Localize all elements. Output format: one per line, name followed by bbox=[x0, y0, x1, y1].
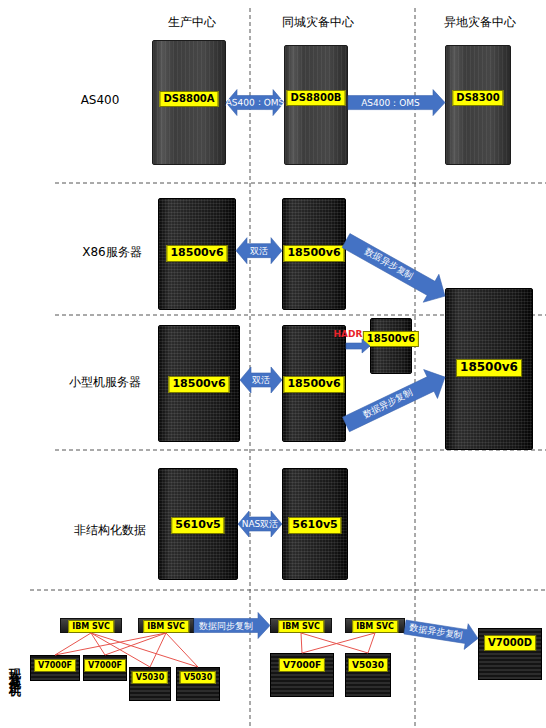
device-label: 18500v6 bbox=[456, 359, 522, 377]
row-heading: AS400 bbox=[81, 93, 120, 107]
server-cabinet: 18500v6 bbox=[282, 325, 346, 442]
device-label: DS8800A bbox=[159, 91, 218, 107]
storage-array: V7000F bbox=[83, 655, 127, 681]
device-label: 5610v5 bbox=[171, 517, 224, 534]
divider-line bbox=[250, 8, 251, 728]
row-heading: 小型机服务器 bbox=[69, 374, 141, 391]
block-arrow bbox=[226, 90, 284, 116]
connection-line bbox=[55, 633, 91, 655]
column-heading: 异地灾备中心 bbox=[444, 14, 516, 31]
divider-line bbox=[55, 183, 546, 184]
row-heading: X86服务器 bbox=[82, 244, 142, 261]
storage-array: V5030 bbox=[129, 667, 171, 701]
connection-line bbox=[368, 633, 375, 653]
storage-array: V7000F bbox=[30, 655, 80, 681]
device-label: V5030 bbox=[180, 671, 216, 684]
connection-line bbox=[301, 633, 368, 653]
divider-line bbox=[30, 590, 546, 591]
device-label: V5030 bbox=[132, 671, 168, 684]
device-label: 5610v5 bbox=[288, 517, 341, 534]
device-label: IBM SVC bbox=[352, 620, 398, 633]
storage-array: V5030 bbox=[345, 653, 391, 697]
edge-label: 双活 bbox=[250, 246, 268, 255]
block-arrow bbox=[348, 90, 445, 116]
edge-label: NAS双活 bbox=[242, 520, 279, 529]
server-cabinet: 5610v5 bbox=[158, 468, 238, 580]
svc-appliance: IBM SVC bbox=[270, 618, 332, 633]
device-label: IBM SVC bbox=[143, 620, 189, 633]
storage-array: V5030 bbox=[176, 667, 220, 701]
block-arrow bbox=[238, 511, 282, 537]
connection-line bbox=[105, 633, 166, 655]
device-label: V5030 bbox=[348, 658, 388, 672]
device-label: V7000D bbox=[484, 635, 536, 651]
device-label: IBM SVC bbox=[68, 620, 114, 633]
edge-label: 数据异步复制 bbox=[363, 247, 414, 281]
edge-label: 数据同步复制 bbox=[199, 621, 253, 630]
as400-storage-cabinet: DS8800B bbox=[284, 45, 348, 165]
server-cabinet: 18500v6 bbox=[370, 318, 412, 374]
server-cabinet: 18500v6 bbox=[158, 198, 236, 310]
edge-label: AS400：OMS bbox=[361, 98, 420, 107]
block-arrow bbox=[343, 370, 445, 432]
device-label: 18500v6 bbox=[283, 245, 344, 262]
server-cabinet: 18500v6 bbox=[445, 288, 533, 450]
edge-label: 双活 bbox=[252, 375, 270, 384]
as400-storage-cabinet: DS8800A bbox=[152, 40, 226, 165]
row-heading: 现有其他主机 bbox=[6, 659, 23, 677]
connection-line bbox=[150, 633, 166, 667]
svc-appliance: IBM SVC bbox=[60, 618, 122, 633]
connection-line bbox=[302, 633, 375, 653]
server-cabinet: 5610v5 bbox=[282, 468, 348, 580]
connection-line bbox=[166, 633, 198, 667]
device-label: DS8800B bbox=[287, 90, 346, 106]
edge-label: AS400：OMS bbox=[226, 98, 285, 107]
connection-line bbox=[301, 633, 302, 653]
divider-line bbox=[415, 8, 416, 728]
device-label: DS8300 bbox=[452, 90, 503, 106]
server-cabinet: 18500v6 bbox=[282, 198, 346, 310]
storage-array: V7000F bbox=[270, 653, 334, 697]
device-label: V7000F bbox=[34, 659, 76, 672]
connection-line bbox=[55, 633, 166, 655]
block-arrow bbox=[404, 620, 478, 649]
row-heading: 非结构化数据 bbox=[74, 522, 146, 539]
block-arrow bbox=[346, 339, 370, 353]
connection-line bbox=[91, 633, 198, 667]
block-arrow bbox=[240, 367, 282, 393]
block-arrow bbox=[342, 234, 445, 303]
device-label: 18500v6 bbox=[168, 376, 229, 393]
server-cabinet: 18500v6 bbox=[158, 325, 240, 442]
block-arrow bbox=[194, 613, 270, 639]
connection-line bbox=[91, 633, 150, 667]
edge-label: 数据异步复制 bbox=[362, 389, 415, 420]
device-label: V7000F bbox=[84, 659, 126, 672]
device-label: 18500v6 bbox=[283, 376, 344, 393]
device-label: IBM SVC bbox=[278, 620, 324, 633]
column-heading: 同城灾备中心 bbox=[282, 14, 354, 31]
device-label: 18500v6 bbox=[166, 245, 227, 262]
edge-label: 数据异步复制 bbox=[408, 623, 463, 640]
storage-array: V7000D bbox=[478, 628, 542, 680]
device-label: 18500v6 bbox=[363, 331, 419, 347]
block-arrow bbox=[236, 238, 282, 264]
column-heading: 生产中心 bbox=[168, 14, 216, 31]
svc-appliance: IBM SVC bbox=[138, 618, 194, 633]
as400-storage-cabinet: DS8300 bbox=[445, 45, 511, 165]
connection-line bbox=[91, 633, 105, 655]
device-label: V7000F bbox=[279, 658, 325, 672]
svc-appliance: IBM SVC bbox=[345, 618, 405, 633]
